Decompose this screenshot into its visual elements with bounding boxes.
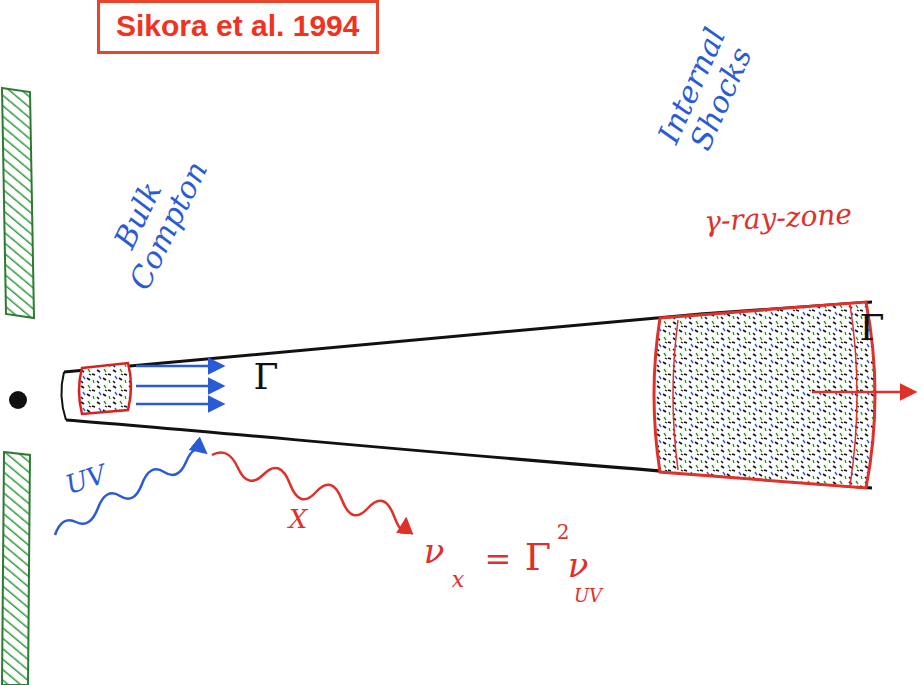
flow-arrow (136, 385, 222, 388)
flow-arrow (136, 365, 222, 368)
region-label: Bulk Compton (95, 150, 209, 294)
formula-part: x (452, 568, 464, 591)
formula-part: ν (568, 548, 589, 584)
shock-front (850, 304, 857, 486)
x-photon (212, 452, 406, 530)
photon-label: UV (62, 461, 109, 500)
lorentz-factor: Γ (254, 358, 279, 396)
disk-bar (2, 88, 34, 318)
lorentz-factor: Γ (860, 309, 885, 347)
photon-label: X (289, 506, 308, 533)
formula-part: 2 (557, 522, 570, 543)
formula-part: Γ (525, 538, 551, 578)
title-box: Sikora et al. 1994 (97, 0, 379, 54)
zone-label: γ-ray-zone (703, 199, 852, 236)
gamma-ray-zone (654, 302, 875, 488)
plasma-blob (79, 363, 131, 414)
black-hole (9, 391, 27, 409)
uv-photon (55, 449, 205, 535)
motion-arrow (812, 391, 914, 394)
formula-part: UV (574, 587, 602, 606)
formula-part: ν (424, 534, 445, 570)
disk-bar (2, 452, 30, 685)
flow-arrow (136, 403, 222, 406)
jet-base (61, 372, 66, 420)
shock-front (673, 320, 678, 470)
formula-part: = (485, 543, 512, 577)
region-label: Internal Shocks (647, 11, 766, 174)
